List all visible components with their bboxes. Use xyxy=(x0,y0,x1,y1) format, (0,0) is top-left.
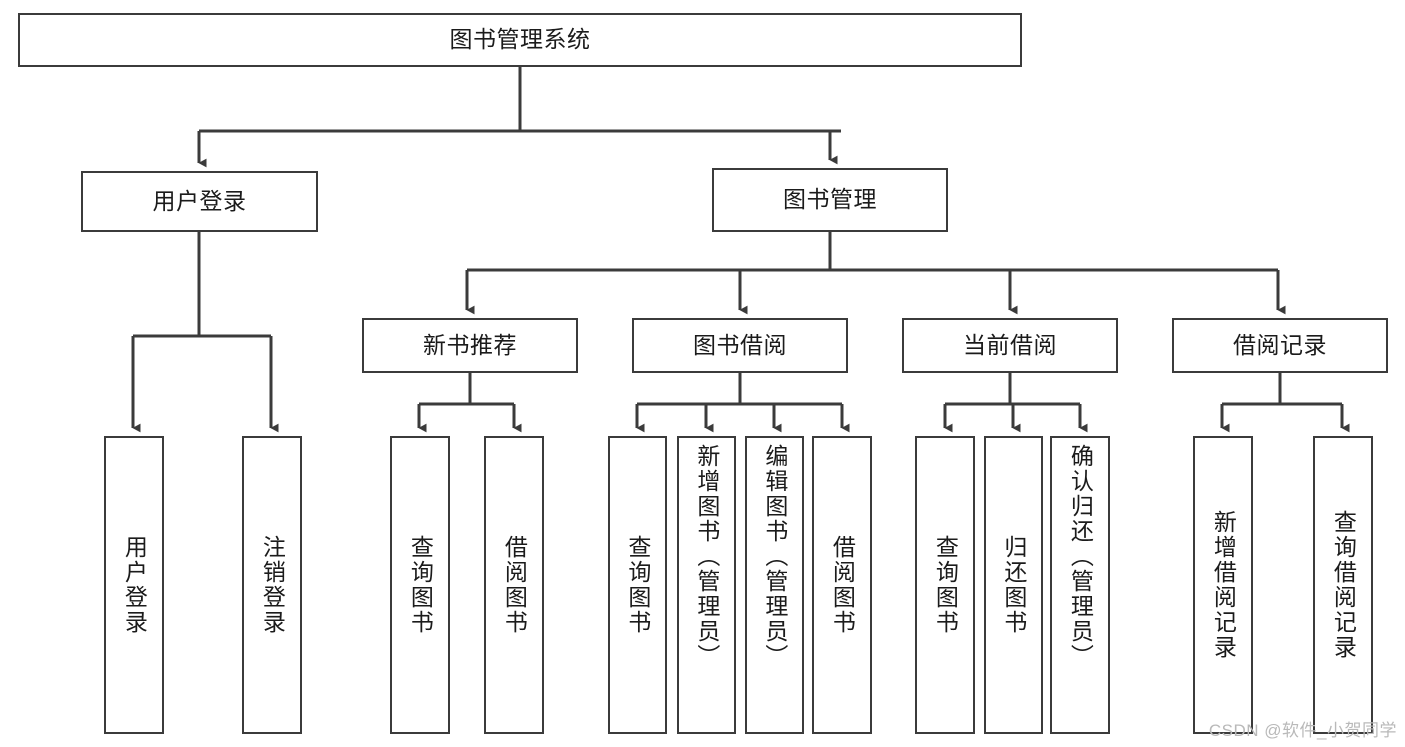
node-leaf-logout-login-label: 注销登录 xyxy=(259,535,286,635)
node-leaf-add-record-label: 新增借阅记录 xyxy=(1210,510,1237,660)
node-leaf-edit-book[interactable]: 编辑图书（管理员） xyxy=(745,436,804,734)
node-leaf-add-book[interactable]: 新增图书（管理员） xyxy=(677,436,736,734)
node-book-manage-label: 图书管理 xyxy=(783,186,877,213)
node-leaf-confirm-return-label: 确认归还（管理员） xyxy=(1067,444,1094,669)
node-leaf-query-book-1-label: 查询图书 xyxy=(407,535,434,635)
node-leaf-query-book-1[interactable]: 查询图书 xyxy=(390,436,450,734)
node-book-borrow[interactable]: 图书借阅 xyxy=(632,318,848,373)
node-root[interactable]: 图书管理系统 xyxy=(18,13,1022,67)
node-book-borrow-label: 图书借阅 xyxy=(693,331,787,358)
node-leaf-confirm-return[interactable]: 确认归还（管理员） xyxy=(1050,436,1110,734)
node-leaf-query-book-2[interactable]: 查询图书 xyxy=(608,436,667,734)
node-leaf-add-record[interactable]: 新增借阅记录 xyxy=(1193,436,1253,734)
node-leaf-user-login[interactable]: 用户登录 xyxy=(104,436,164,734)
node-leaf-query-book-3-label: 查询图书 xyxy=(932,535,959,635)
node-borrow-record[interactable]: 借阅记录 xyxy=(1172,318,1388,373)
node-leaf-add-book-label: 新增图书（管理员） xyxy=(693,444,720,669)
node-book-manage[interactable]: 图书管理 xyxy=(712,168,948,232)
node-new-book-rec[interactable]: 新书推荐 xyxy=(362,318,578,373)
node-leaf-borrow-book-2[interactable]: 借阅图书 xyxy=(812,436,872,734)
node-user-login-label: 用户登录 xyxy=(152,187,247,214)
node-user-login[interactable]: 用户登录 xyxy=(81,171,318,232)
node-root-label: 图书管理系统 xyxy=(449,26,591,53)
node-borrow-record-label: 借阅记录 xyxy=(1233,331,1327,358)
node-leaf-return-book-label: 归还图书 xyxy=(1000,535,1027,635)
node-leaf-user-login-label: 用户登录 xyxy=(121,535,148,635)
node-leaf-logout-login[interactable]: 注销登录 xyxy=(242,436,302,734)
node-leaf-return-book[interactable]: 归还图书 xyxy=(984,436,1043,734)
node-new-book-rec-label: 新书推荐 xyxy=(423,331,517,358)
node-leaf-edit-book-label: 编辑图书（管理员） xyxy=(761,444,788,669)
node-leaf-query-book-3[interactable]: 查询图书 xyxy=(915,436,975,734)
node-current-borrow-label: 当前借阅 xyxy=(963,331,1057,358)
node-current-borrow[interactable]: 当前借阅 xyxy=(902,318,1118,373)
node-leaf-query-record[interactable]: 查询借阅记录 xyxy=(1313,436,1373,734)
node-leaf-borrow-book-2-label: 借阅图书 xyxy=(829,535,856,635)
node-leaf-query-book-2-label: 查询图书 xyxy=(624,535,651,635)
node-leaf-borrow-book-1-label: 借阅图书 xyxy=(501,535,528,635)
node-leaf-query-record-label: 查询借阅记录 xyxy=(1330,510,1357,660)
node-leaf-borrow-book-1[interactable]: 借阅图书 xyxy=(484,436,544,734)
csdn-watermark: CSDN @软件_小贺同学 xyxy=(1208,721,1397,740)
